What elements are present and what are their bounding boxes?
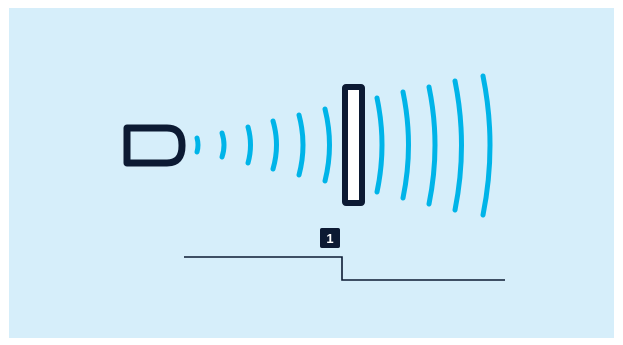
wave-arc-1 bbox=[197, 138, 198, 152]
marker-label: 1 bbox=[326, 231, 333, 246]
wave-arc-10 bbox=[455, 81, 462, 210]
wave-arc-9 bbox=[429, 87, 435, 204]
wave-arc-5 bbox=[299, 115, 303, 175]
diagram-canvas: 1 bbox=[9, 8, 614, 338]
wave-arc-3 bbox=[248, 127, 251, 163]
speaker-icon bbox=[127, 128, 182, 163]
incoming-waves bbox=[197, 109, 330, 181]
sound-diagram: 1 bbox=[9, 8, 614, 338]
wave-arc-4 bbox=[273, 121, 277, 169]
transmitted-waves bbox=[377, 76, 490, 215]
panel-icon bbox=[345, 87, 362, 203]
wave-arc-6 bbox=[325, 109, 330, 181]
wave-arc-8 bbox=[403, 92, 409, 198]
level-step-line bbox=[184, 257, 505, 280]
wave-arc-11 bbox=[483, 76, 490, 215]
marker-badge: 1 bbox=[320, 228, 340, 248]
wave-arc-7 bbox=[377, 98, 382, 192]
wave-arc-2 bbox=[222, 133, 224, 157]
